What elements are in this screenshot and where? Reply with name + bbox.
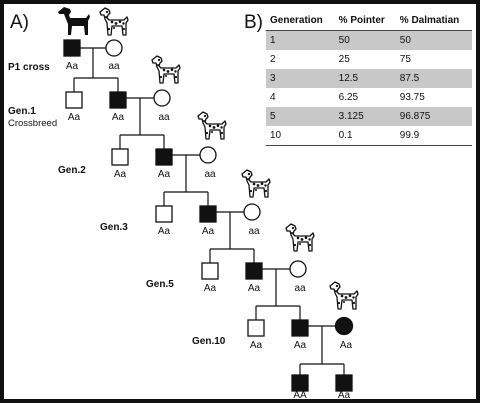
genotype-label: AA xyxy=(293,390,307,399)
table-cell-pointer: 12.5 xyxy=(334,69,396,88)
table-cell-pointer: 3.125 xyxy=(334,107,396,126)
affected-male-symbol xyxy=(335,374,353,392)
table-cell-generation: 5 xyxy=(266,107,335,126)
genotype-label: Aa xyxy=(158,226,171,237)
genotype-label: Aa xyxy=(202,226,215,237)
table-cell-pointer: 6.25 xyxy=(338,92,359,103)
unaffected-female-symbol xyxy=(105,39,123,57)
table-cell-dalmatian: 87.5 xyxy=(395,69,472,88)
genotype-label: Aa xyxy=(204,283,217,294)
affected-male-symbol xyxy=(155,148,173,166)
pedigree-lines xyxy=(73,47,345,375)
table-cell-dalmatian: 75 xyxy=(399,54,411,65)
genotype-label: aa xyxy=(108,61,120,72)
table-cell-pointer: 0.1 xyxy=(334,126,396,146)
generation-label-gen10: Gen.10 xyxy=(192,336,226,347)
table-cell-dalmatian: 93.75 xyxy=(399,92,425,103)
table-cell-dalmatian: 50 xyxy=(395,30,472,50)
genotype-label: aa xyxy=(204,169,216,180)
table-row: 1 50 50 xyxy=(266,30,472,50)
generation-label-gen3: Gen.3 xyxy=(100,222,128,233)
pedigree-diagram: A) P1 cross Gen.1 Crossbreed Gen.2 Gen.3… xyxy=(8,7,359,399)
genotype-label: Aa xyxy=(338,390,351,399)
table-row: 2 25 75 xyxy=(266,50,472,69)
table-cell-generation: 4 xyxy=(270,92,276,103)
panel-b-label: B) xyxy=(244,12,263,33)
genotype-label: Aa xyxy=(340,340,353,351)
table-cell-generation: 2 xyxy=(270,54,276,65)
genotype-label: aa xyxy=(158,112,170,123)
generation-label-gen2: Gen.2 xyxy=(58,165,86,176)
genotype-label: Aa xyxy=(248,283,261,294)
table-cell-pointer: 50 xyxy=(334,30,396,50)
genotype-label: Aa xyxy=(294,340,307,351)
table-row: 5 3.125 96.875 xyxy=(266,107,472,126)
table-row: 4 6.25 93.75 xyxy=(266,88,472,107)
generation-sublabel-crossbreed: Crossbreed xyxy=(8,118,57,129)
column-header-dalmatian: % Dalmatian xyxy=(395,12,472,31)
pointer-dog-icon xyxy=(58,7,90,35)
unaffected-male-symbol xyxy=(155,205,173,223)
genotype-label: Aa xyxy=(112,112,125,123)
table-cell-generation: 1 xyxy=(266,30,335,50)
unaffected-male-symbol xyxy=(247,319,265,337)
unaffected-female-symbol xyxy=(153,89,171,107)
affected-male-symbol xyxy=(199,205,217,223)
table-cell-generation: 3 xyxy=(266,69,335,88)
affected-male-symbol xyxy=(291,319,309,337)
table-row: 3 12.5 87.5 xyxy=(266,69,472,88)
generation-label-gen1: Gen.1 xyxy=(8,106,36,117)
unaffected-male-symbol xyxy=(201,262,219,280)
unaffected-male-symbol xyxy=(111,148,129,166)
unaffected-female-symbol xyxy=(243,203,261,221)
dalmatian-dog-icon xyxy=(151,55,181,84)
generation-table-container: Generation % Pointer % Dalmatian 1 50 50… xyxy=(266,12,472,146)
generation-label-p1: P1 cross xyxy=(8,62,50,73)
affected-male-symbol xyxy=(109,91,127,109)
table-cell-dalmatian: 96.875 xyxy=(395,107,472,126)
generation-percentage-table: Generation % Pointer % Dalmatian 1 50 50… xyxy=(266,12,472,146)
dalmatian-dog-icon xyxy=(99,7,129,36)
genotype-label: Aa xyxy=(158,169,171,180)
unaffected-male-symbol xyxy=(65,91,83,109)
column-header-pointer: % Pointer xyxy=(334,12,396,31)
panel-a-label: A) xyxy=(10,12,29,33)
unaffected-female-symbol xyxy=(289,260,307,278)
genotype-label: Aa xyxy=(250,340,263,351)
genotype-label: Aa xyxy=(66,61,79,72)
dalmatian-dog-icon xyxy=(197,111,227,140)
table-cell-pointer: 25 xyxy=(338,54,350,65)
column-header-generation: Generation xyxy=(266,12,335,31)
table-cell-generation: 10 xyxy=(266,126,335,146)
dalmatian-dog-icon xyxy=(285,223,315,252)
dalmatian-dog-icon xyxy=(329,281,359,310)
affected-male-symbol xyxy=(245,262,263,280)
unaffected-female-symbol xyxy=(199,146,217,164)
affected-male-symbol xyxy=(63,39,81,57)
table-cell-dalmatian: 99.9 xyxy=(395,126,472,146)
generation-label-gen5: Gen.5 xyxy=(146,279,174,290)
genotype-label: Aa xyxy=(68,112,81,123)
dalmatian-dog-icon xyxy=(241,169,271,198)
genotype-label: Aa xyxy=(114,169,127,180)
figure-frame: A) P1 cross Gen.1 Crossbreed Gen.2 Gen.3… xyxy=(4,4,476,399)
genotype-label: aa xyxy=(294,283,306,294)
affected-female-symbol xyxy=(334,316,354,336)
affected-male-symbol xyxy=(291,374,309,392)
table-header-row: Generation % Pointer % Dalmatian xyxy=(266,12,472,31)
table-row: 10 0.1 99.9 xyxy=(266,126,472,146)
genotype-label: aa xyxy=(248,226,260,237)
pedigree-symbols xyxy=(63,39,354,392)
